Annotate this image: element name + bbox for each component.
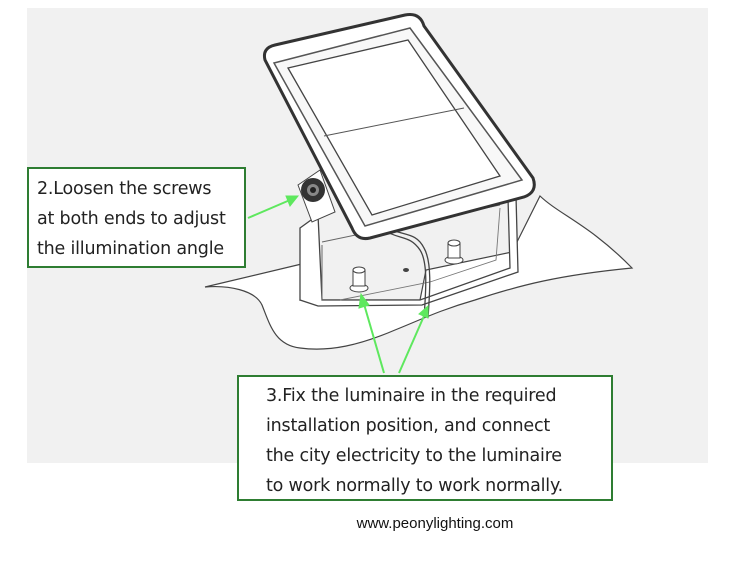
mounting-surface xyxy=(204,195,634,350)
callout-fix-line-1: 3.Fix the luminaire in the required xyxy=(266,386,557,406)
arrow-to-cable xyxy=(398,304,429,374)
callout-fix-line-2: installation position, and connect xyxy=(266,416,551,436)
callout-adjust-line-2: at both ends to adjust xyxy=(37,209,226,229)
callout-fix-line-4: to work normally to work normally. xyxy=(266,476,563,496)
callout-adjust-angle: 2.Loosen the screws at both ends to adju… xyxy=(27,167,246,268)
bolt-left xyxy=(349,266,369,293)
adjust-knob xyxy=(297,169,336,223)
callout-fix-line-3: the city electricity to the luminaire xyxy=(266,446,562,466)
arrow-to-knob xyxy=(247,195,300,219)
bolt-right xyxy=(444,239,464,265)
arrow-to-bolt xyxy=(358,292,385,374)
callout-adjust-line-1: 2.Loosen the screws xyxy=(37,179,212,199)
floodlight-head xyxy=(263,13,536,240)
callout-fix-luminaire: 3.Fix the luminaire in the required inst… xyxy=(237,375,613,501)
website-url: www.peonylighting.com xyxy=(356,515,514,532)
callout-adjust-line-3: the illumination angle xyxy=(37,239,224,259)
